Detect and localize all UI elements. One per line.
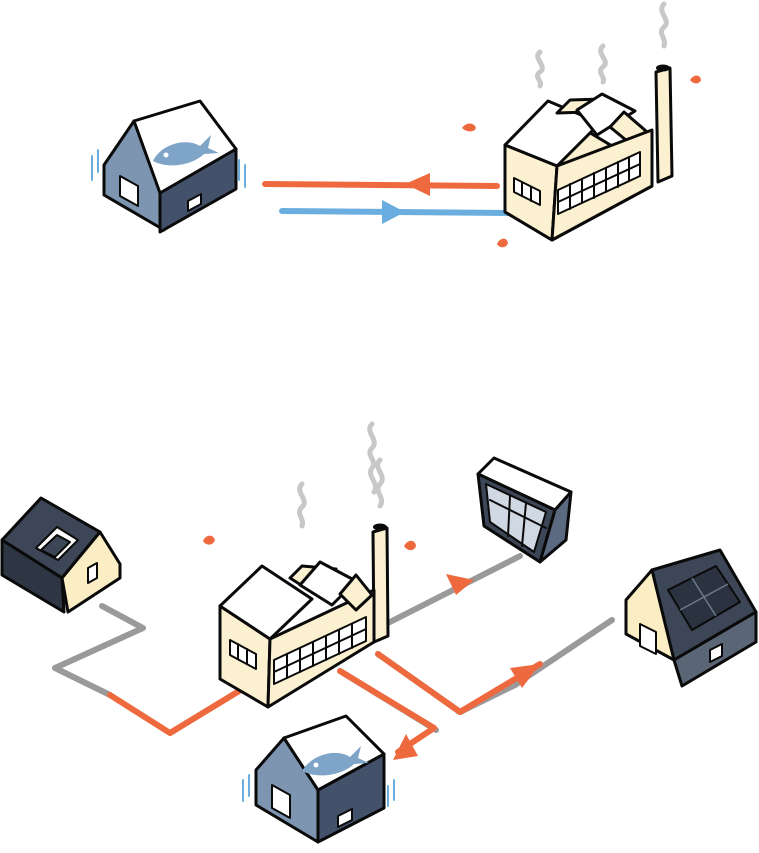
- bottom-scene: [0, 421, 758, 844]
- flow-arrow-icon: [393, 734, 418, 760]
- heat-droplet-icon: [242, 774, 395, 807]
- flow-arrow-icon: [446, 574, 474, 595]
- house-icon: [624, 548, 758, 688]
- fish-icon: [302, 746, 369, 776]
- flow-arrow-icon: [405, 173, 430, 196]
- house-icon: [0, 496, 122, 614]
- heat-droplet-icon: [203, 535, 416, 551]
- solar-panel-icon: [667, 565, 741, 631]
- skylight-icon: [35, 526, 79, 561]
- heat-supply-pipe: [262, 173, 500, 196]
- smoke-icon: [296, 421, 385, 529]
- smoke-icon: [534, 1, 669, 89]
- flow-arrow-icon: [510, 664, 540, 688]
- factory-icon: [462, 1, 701, 248]
- heat-droplet-icon: [91, 149, 246, 188]
- fish-icon: [153, 135, 219, 166]
- top-scene: [91, 1, 701, 248]
- greenhouse-icon: [476, 456, 573, 564]
- house-icon: [91, 99, 246, 234]
- flow-arrows: [393, 574, 540, 760]
- cold-return-pipe: [279, 200, 518, 224]
- flow-arrow-icon: [382, 200, 405, 224]
- factory-icon: [203, 421, 416, 709]
- heat-droplet-icon: [462, 75, 701, 248]
- house-icon: [242, 714, 395, 844]
